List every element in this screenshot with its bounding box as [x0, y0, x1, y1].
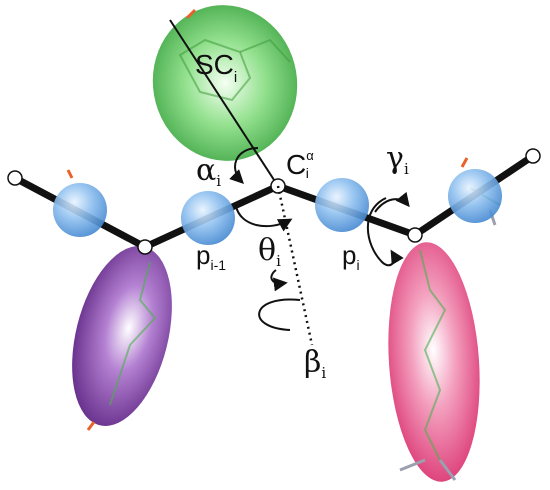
label-p-prev: pi-1 — [196, 240, 226, 273]
label-theta: θi — [258, 233, 281, 270]
ca-node — [407, 227, 423, 243]
peptide-beads — [53, 169, 502, 245]
alpha-angle-arrow — [229, 147, 259, 184]
ca-node — [525, 148, 541, 164]
peptide-bead — [181, 191, 235, 245]
sidechain-green-ellipsoid — [152, 5, 298, 161]
theta-angle-arrow — [235, 205, 293, 232]
peptide-bead — [53, 183, 107, 237]
label-beta: βi — [304, 345, 326, 382]
sidechain-pink-ellipsoid — [388, 242, 480, 482]
label-alpha: αi — [196, 153, 221, 190]
sidechain-axis-line — [169, 19, 279, 187]
label-p: pi — [342, 240, 360, 273]
label-sc: SCi — [195, 49, 237, 86]
sidechain-purple-ellipsoid — [72, 246, 172, 431]
gamma-rotation-arrow — [366, 197, 404, 267]
label-gamma: γi — [386, 141, 409, 178]
beta-rotation-arrow-tip — [270, 269, 288, 292]
peptide-bead — [315, 178, 369, 232]
peptide-bead — [448, 169, 502, 223]
ca-node — [137, 239, 153, 255]
ca-node — [7, 170, 23, 186]
gamma-rotation-arrow-top — [374, 191, 410, 213]
beta-rotation-arrow — [258, 298, 301, 331]
beta-axis-dotted — [276, 185, 314, 346]
